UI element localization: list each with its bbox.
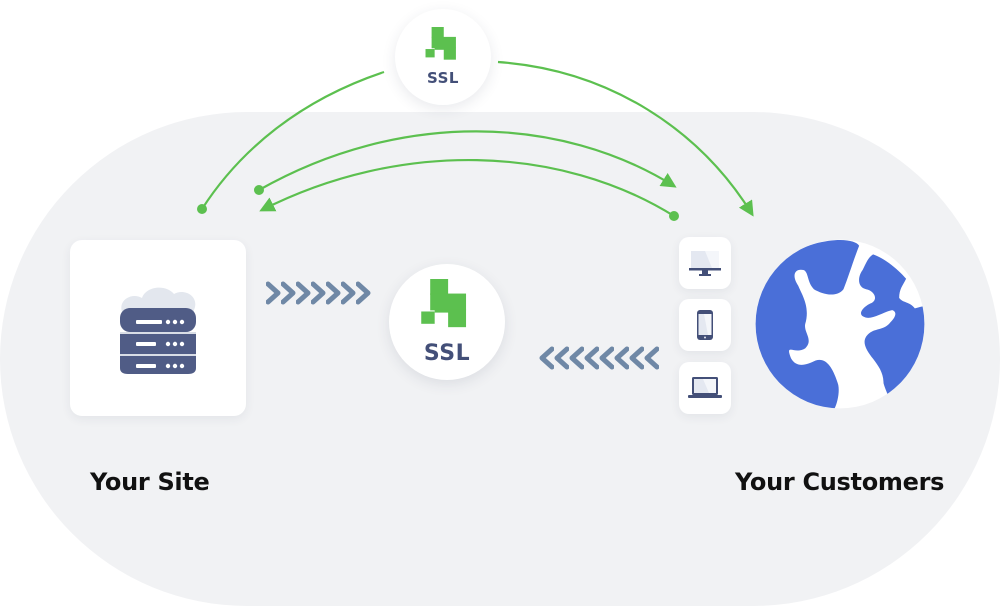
ssl-badge-center: SSL: [389, 264, 505, 380]
device-card-mobile: [679, 299, 731, 351]
chevron-left-icon: [554, 346, 569, 370]
chevron-right-icon: [266, 281, 281, 305]
device-card-laptop: [679, 362, 731, 414]
arc-ssl-to-site: [201, 70, 385, 210]
chevron-left-icon: [614, 346, 629, 370]
chevrons-site-to-ssl: [266, 281, 371, 305]
desktop-monitor-icon: [689, 251, 721, 276]
chevron-left-icon: [629, 346, 644, 370]
chevron-right-icon: [341, 281, 356, 305]
chevrons-devices-to-ssl: [539, 346, 659, 370]
your-site-label: Your Site: [90, 468, 210, 496]
chevron-left-icon: [644, 346, 659, 370]
arc-endpoint-dot: [197, 204, 207, 214]
cloud-server-icon: [120, 287, 196, 374]
globe-icon: [755, 239, 925, 409]
ssl-puzzle-icon: [425, 27, 456, 60]
chevron-left-icon: [599, 346, 614, 370]
arc-site-to-devices: [258, 130, 677, 191]
arc-endpoint-dot: [669, 211, 679, 221]
arc-devices-to-site: [259, 159, 675, 217]
chevron-right-icon: [311, 281, 326, 305]
chevron-right-icon: [326, 281, 341, 305]
ssl-badge-top: SSL: [395, 9, 491, 105]
your-customers-label: Your Customers: [735, 468, 945, 496]
arc-ssl-to-customers: [497, 60, 754, 217]
chevron-right-icon: [281, 281, 296, 305]
ssl-badge-label: SSL: [427, 69, 459, 87]
device-card-desktop: [679, 237, 731, 289]
laptop-icon: [688, 377, 722, 398]
ssl-puzzle-icon: [421, 278, 467, 327]
chevron-left-icon: [539, 346, 554, 370]
chevron-right-icon: [356, 281, 371, 305]
smartphone-icon: [697, 310, 713, 340]
chevron-right-icon: [296, 281, 311, 305]
chevron-left-icon: [569, 346, 584, 370]
chevron-left-icon: [584, 346, 599, 370]
arc-endpoint-dot: [254, 185, 264, 195]
your-site-card: [70, 240, 246, 416]
ssl-badge-label: SSL: [423, 340, 471, 366]
